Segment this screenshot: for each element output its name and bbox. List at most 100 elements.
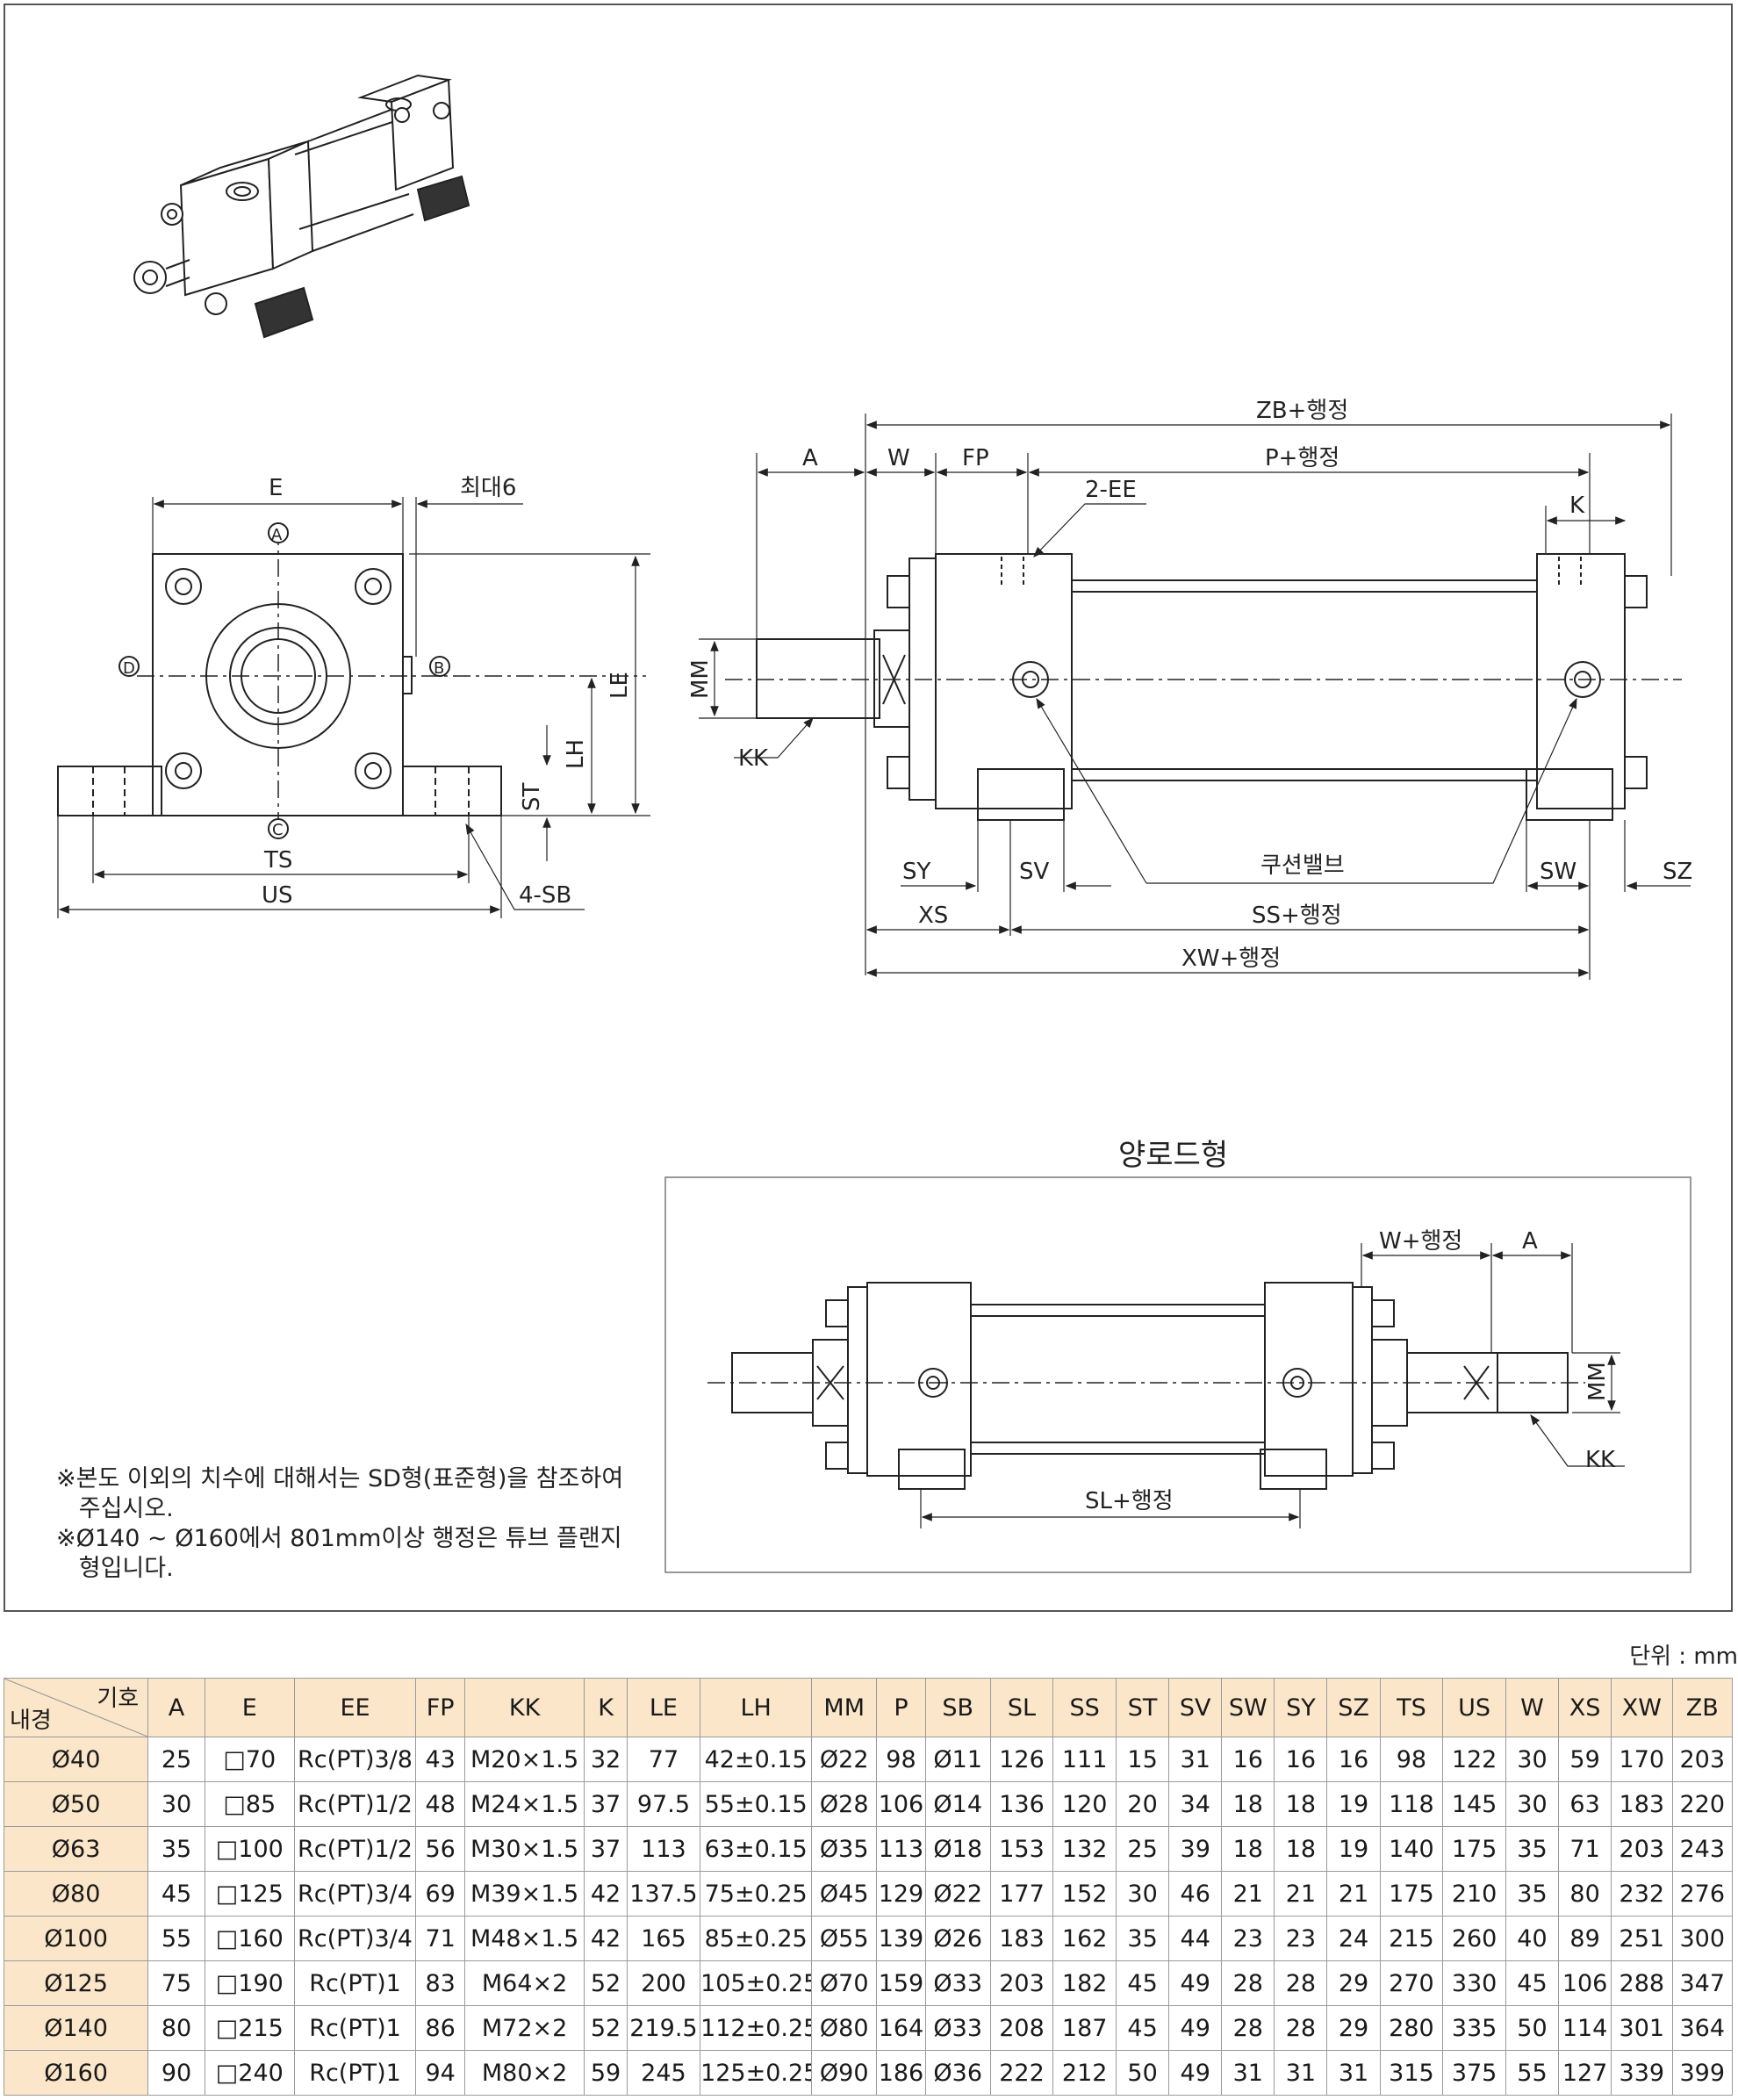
table-cell: 42 [584,1916,628,1961]
table-cell: 203 [1671,1737,1733,1782]
label-mm: MM [687,659,714,699]
table-cell: Rc(PT)3/4 [293,1871,417,1917]
table-cell: 243 [1671,1826,1733,1872]
column-header-mm: MM [811,1678,878,1737]
table-cell: Rc(PT)1 [293,2050,417,2096]
label-le: LE [607,672,633,699]
table-cell: 52 [584,2005,628,2051]
table-cell: 50 [1505,2005,1560,2051]
table-cell: 139 [876,1916,926,1961]
table-cell: 203 [989,1960,1054,2006]
table-cell: 21 [1326,1871,1381,1917]
column-header-w: W [1505,1678,1560,1737]
table-cell: 182 [1052,1960,1117,2006]
table-cell: 105±0.25 [700,1960,813,2006]
table-cell: Ø26 [924,1916,991,1961]
table-cell: 80 [1558,1871,1612,1917]
table-cell: □190 [204,1960,295,2006]
table-cell: 28 [1274,1960,1328,2006]
table-cell: Ø33 [924,1960,991,2006]
row-header-bore: Ø63 [3,1826,149,1872]
label-xw: XW+행정 [1181,946,1281,972]
column-header-sy: SY [1274,1678,1328,1737]
column-header-sz: SZ [1326,1678,1381,1737]
column-header-sv: SV [1168,1678,1223,1737]
table-cell: M48×1.5 [463,1916,585,1961]
table-cell: □125 [204,1871,295,1917]
table-cell: 152 [1052,1871,1117,1917]
table-cell: 126 [989,1737,1054,1782]
table-cell: 39 [1168,1826,1223,1872]
table-cell: 18 [1274,1781,1328,1827]
row-header-bore: Ø50 [3,1781,149,1827]
technical-drawing: E 최대6 A B C D LE LH ST TS US 4-SB ZB+행정 … [57,74,1692,1573]
table-cell: 220 [1671,1781,1733,1827]
table-cell: 270 [1379,1960,1444,2006]
label-kk: KK [738,745,769,772]
corner-symbol-label: 기호 [97,1686,140,1712]
table-cell: M72×2 [463,2005,585,2051]
label-xs: XS [918,903,948,929]
label-port-c: C [272,821,284,839]
table-cell: 288 [1611,1960,1673,2006]
table-cell: 52 [584,1960,628,2006]
table-cell: □160 [204,1916,295,1961]
table-cell: 50 [1116,2050,1170,2096]
table-cell: Ø35 [811,1826,878,1872]
table-cell: 140 [1379,1826,1444,1872]
table-cell: 118 [1379,1781,1444,1827]
yoke-view [664,1176,1691,1573]
table-cell: 35 [1505,1826,1560,1872]
table-cell: 145 [1442,1781,1506,1827]
table-cell: 71 [1558,1826,1612,1872]
table-cell: 208 [989,2005,1054,2051]
table-cell: 55 [147,1916,205,1961]
label-sv: SV [1019,859,1050,885]
table-cell: 183 [1611,1781,1673,1827]
drawing-frame: E 최대6 A B C D LE LH ST TS US 4-SB ZB+행정 … [4,4,1733,1612]
table-cell: □215 [204,2005,295,2051]
column-header-le: LE [626,1678,701,1737]
table-cell: 23 [1274,1916,1328,1961]
table-cell: 203 [1611,1826,1673,1872]
corner-header: 기호 내경 [3,1678,149,1737]
column-header-kk: KK [463,1678,585,1737]
table-cell: 162 [1052,1916,1117,1961]
table-cell: 24 [1326,1916,1381,1961]
table-cell: 212 [1052,2050,1117,2096]
table-cell: M64×2 [463,1960,585,2006]
column-header-e: E [204,1678,295,1737]
label-yoke-a: A [1522,1228,1538,1255]
table-cell: 75±0.25 [700,1871,813,1917]
table-cell: 28 [1221,2005,1275,2051]
table-cell: 215 [1379,1916,1444,1961]
table-cell: 35 [1505,1871,1560,1917]
table-cell: 31 [1326,2050,1381,2096]
label-yoke-kk: KK [1585,1447,1616,1473]
note-line-1: ※본도 이외의 치수에 대해서는 SD형(표준형)을 참조하여 [56,1465,624,1492]
table-cell: 63±0.15 [700,1826,813,1872]
label-sz: SZ [1663,859,1692,885]
table-cell: 330 [1442,1960,1506,2006]
table-cell: 18 [1221,1826,1275,1872]
table-cell: Ø45 [811,1871,878,1917]
table-cell: 45 [1116,2005,1170,2051]
note-line-4: 형입니다. [56,1555,174,1582]
table-cell: 25 [1116,1826,1170,1872]
table-cell: 301 [1611,2005,1673,2051]
table-cell: 183 [989,1916,1054,1961]
table-cell: 122 [1442,1737,1506,1782]
table-cell: □85 [204,1781,295,1827]
table-cell: 69 [415,1871,465,1917]
table-cell: 30 [1505,1737,1560,1782]
table-cell: 200 [626,1960,701,2006]
table-cell: 399 [1671,2050,1733,2096]
unit-label: 단위 : mm [1629,1643,1738,1670]
table-cell: 187 [1052,2005,1117,2051]
column-header-fp: FP [415,1678,465,1737]
table-cell: Ø33 [924,2005,991,2051]
